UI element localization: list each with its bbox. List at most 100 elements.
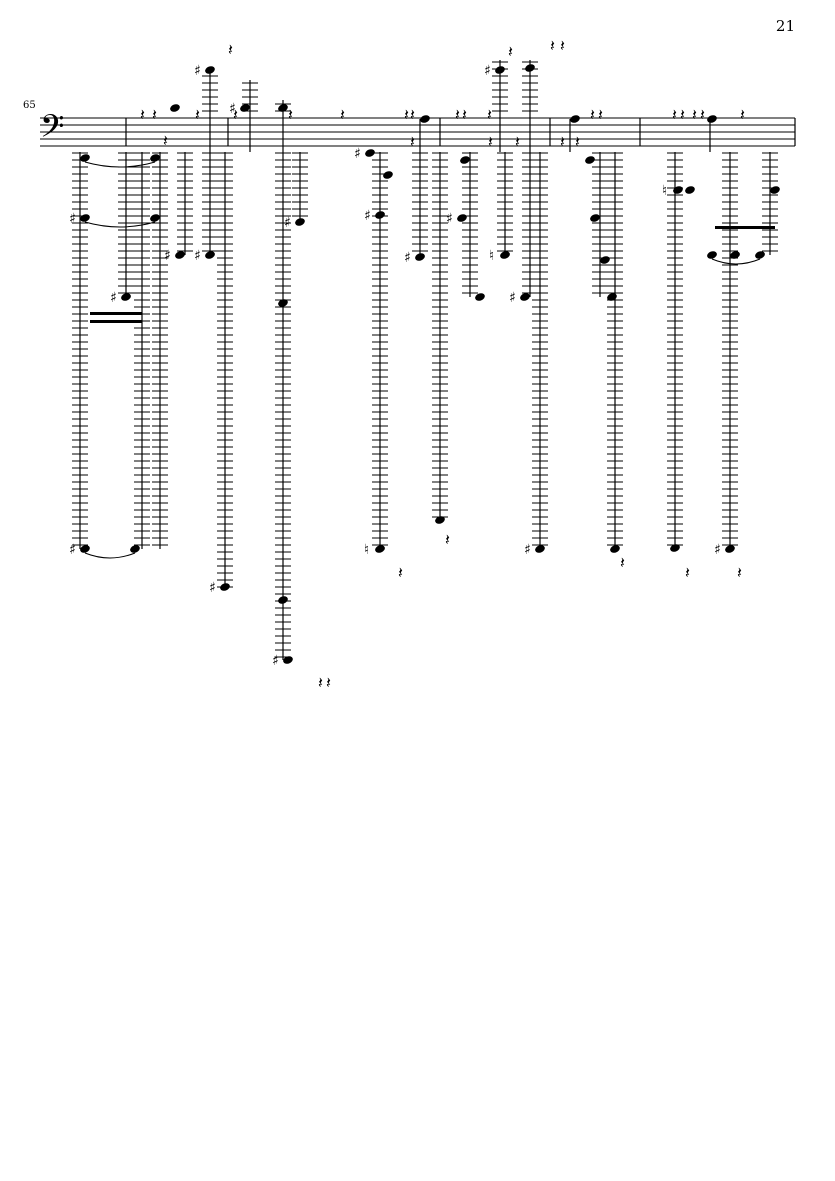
rest-icon: 𝄽 [398, 563, 403, 582]
notehead [283, 656, 293, 664]
sharp-icon: ♯ [194, 63, 201, 79]
notehead [205, 66, 215, 74]
rest-icon: 𝄽 [140, 105, 145, 124]
notehead [150, 214, 160, 222]
sharp-icon: ♯ [164, 248, 171, 264]
rest-icon: 𝄽 [560, 36, 565, 55]
notehead [495, 66, 505, 74]
notehead [80, 214, 90, 222]
rest-icon: 𝄽 [488, 132, 493, 151]
notehead [535, 545, 545, 553]
rest-icon: 𝄽 [560, 132, 565, 151]
sharp-icon: ♯ [446, 211, 453, 227]
natural-icon: ♮ [489, 248, 494, 264]
bass-clef-icon: 𝄢 [40, 108, 64, 152]
rest-icon: 𝄽 [515, 132, 520, 151]
rest-icon: 𝄽 [340, 105, 345, 124]
staff-lines [40, 117, 796, 147]
notehead [278, 299, 288, 307]
rest-icon: 𝄽 [575, 132, 580, 151]
rest-icon: 𝄽 [455, 105, 460, 124]
beam [90, 320, 142, 323]
tie [84, 552, 136, 559]
rest-icon: 𝄽 [326, 673, 331, 692]
notehead [475, 293, 485, 301]
notehead [457, 214, 467, 222]
rest-icon: 𝄽 [680, 105, 685, 124]
notehead [170, 104, 180, 112]
rest-icon: 𝄽 [550, 36, 555, 55]
rest-icon: 𝄽 [318, 673, 323, 692]
rest-icon: 𝄽 [163, 131, 168, 150]
notehead [175, 251, 185, 259]
notehead [383, 171, 393, 179]
sharp-icon: ♯ [354, 146, 361, 162]
notehead [725, 545, 735, 553]
tie [711, 258, 761, 265]
rest-icon: 𝄽 [685, 563, 690, 582]
notehead [205, 251, 215, 259]
notehead [375, 211, 385, 219]
notehead [520, 293, 530, 301]
notehead [707, 251, 717, 259]
rest-icon: 𝄽 [445, 530, 450, 549]
rest-icon: 𝄽 [598, 105, 603, 124]
svg-text:𝄢: 𝄢 [40, 108, 64, 152]
notehead [610, 545, 620, 553]
tie [84, 221, 156, 228]
sharp-icon: ♯ [364, 208, 371, 224]
rest-icon: 𝄽 [508, 42, 513, 61]
sharp-icon: ♯ [484, 63, 491, 79]
notehead [121, 293, 131, 301]
notehead [80, 545, 90, 553]
notehead [707, 115, 717, 123]
notehead [525, 64, 535, 72]
notehead [770, 186, 780, 194]
rest-icon: 𝄽 [288, 105, 293, 124]
measure-number: 65 [23, 100, 36, 111]
sharp-icon: ♯ [209, 580, 216, 596]
sharp-icon: ♯ [69, 542, 76, 558]
notehead [500, 251, 510, 259]
sharp-icon: ♯ [194, 248, 201, 264]
beam [90, 312, 142, 315]
notehead [240, 104, 250, 112]
rest-icon: 𝄽 [410, 105, 415, 124]
rest-icon: 𝄽 [410, 132, 415, 151]
notehead [685, 186, 695, 194]
sharp-icon: ♯ [69, 211, 76, 227]
sharp-icon: ♯ [272, 653, 279, 669]
notehead [755, 251, 765, 259]
rest-icon: 𝄽 [487, 105, 492, 124]
notehead [278, 596, 288, 604]
rest-icon: 𝄽 [737, 563, 742, 582]
rest-icon: 𝄽 [672, 105, 677, 124]
notehead [460, 156, 470, 164]
rest-icon: 𝄽 [692, 105, 697, 124]
notehead [375, 545, 385, 553]
sharp-icon: ♯ [110, 290, 117, 306]
rest-icon: 𝄽 [152, 105, 157, 124]
rest-icon: 𝄽 [620, 553, 625, 572]
rest-icon: 𝄽 [590, 105, 595, 124]
sharp-icon: ♯ [404, 250, 411, 266]
beam [715, 226, 775, 229]
rest-icon: 𝄽 [740, 105, 745, 124]
notehead [295, 218, 305, 226]
sharp-icon: ♯ [284, 215, 291, 231]
notehead [670, 544, 680, 552]
notehead [420, 115, 430, 123]
notehead [415, 253, 425, 261]
notehead [435, 516, 445, 524]
notehead [600, 256, 610, 264]
notehead [585, 156, 595, 164]
notehead [590, 214, 600, 222]
sharp-icon: ♯ [714, 542, 721, 558]
rest-icon: 𝄽 [404, 105, 409, 124]
page-number: 21 [775, 17, 795, 35]
notehead [130, 545, 140, 553]
notehead [278, 104, 288, 112]
notehead [730, 251, 740, 259]
rest-icon: 𝄽 [462, 105, 467, 124]
